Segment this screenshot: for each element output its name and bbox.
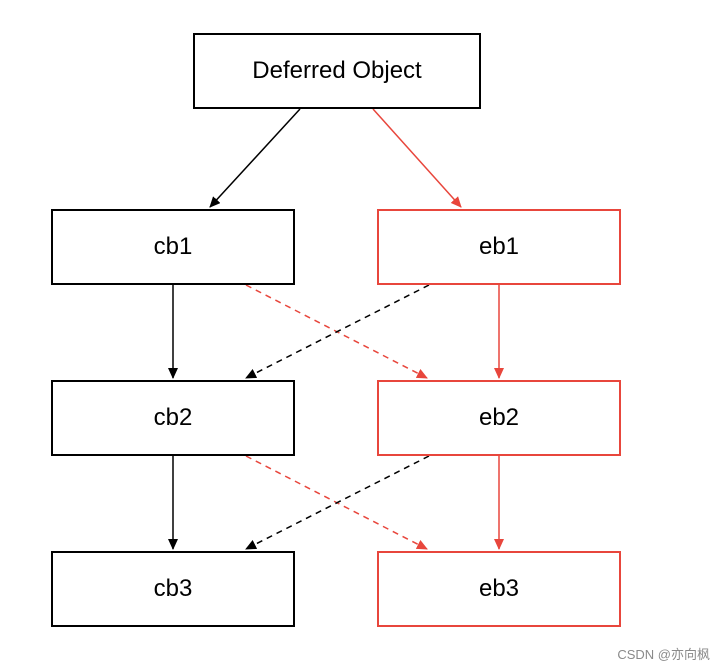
cb2-label: cb2 [153,404,193,431]
eb3-label: eb3 [478,575,520,602]
eb1-node: eb1 [377,209,621,285]
csdn-watermark: CSDN @亦向枫 [617,647,710,662]
eb2-node: eb2 [377,380,621,456]
cb2-node: cb2 [51,380,295,456]
cb3-label: cb3 [153,575,193,602]
edge-root-to-eb1 [372,108,462,208]
eb3-node: eb3 [377,551,621,627]
eb1-label: eb1 [478,233,520,260]
edge-eb1-to-cb2 [245,284,430,379]
edge-root-to-cb1 [209,108,301,208]
cb3-node: cb3 [51,551,295,627]
deferred-object-node: Deferred Object [193,33,481,109]
cb1-label: cb1 [153,233,193,260]
eb2-label: eb2 [478,404,520,431]
edge-eb2-to-cb3 [245,455,430,550]
cb1-node: cb1 [51,209,295,285]
deferred-object-label: Deferred Object [252,57,422,84]
